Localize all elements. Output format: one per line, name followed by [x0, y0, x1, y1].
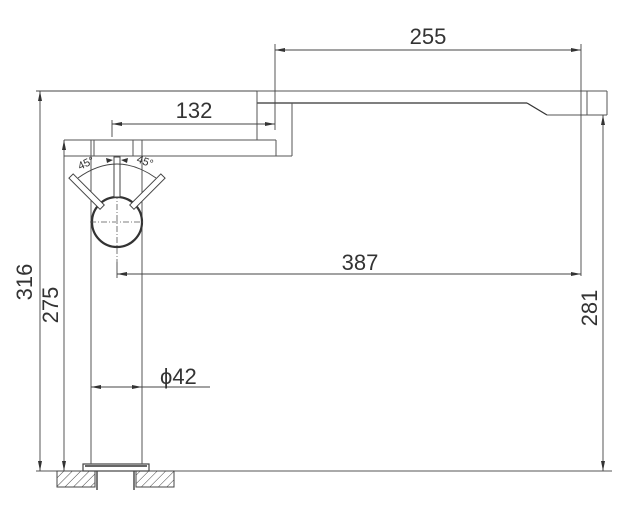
dimension-132: 132 [111, 98, 275, 137]
dimension-255: 255 [274, 24, 582, 276]
dim-label-132: 132 [176, 98, 213, 123]
dim-label-275: 275 [38, 287, 63, 324]
dim-label-316: 316 [12, 264, 37, 301]
dimension-387: 387 [116, 250, 581, 278]
dim-label-255: 255 [410, 24, 447, 49]
angle-label-left: 45° [76, 155, 96, 173]
dimension-316: 316 [12, 90, 257, 471]
spout [256, 90, 608, 156]
angle-label-right: 45° [135, 154, 155, 171]
dim-label-387: 387 [342, 250, 379, 275]
dim-label-diameter: ϕ42 [160, 364, 197, 389]
dimension-diameter-42: ϕ42 [91, 364, 210, 389]
dimension-275: 275 [38, 140, 66, 471]
lever-handle: 45° 45° [68, 154, 166, 262]
countertop [36, 470, 612, 490]
base-flange [82, 463, 150, 472]
faucet-body [64, 139, 292, 464]
dim-label-281: 281 [577, 290, 602, 327]
dimension-281: 281 [577, 115, 605, 471]
